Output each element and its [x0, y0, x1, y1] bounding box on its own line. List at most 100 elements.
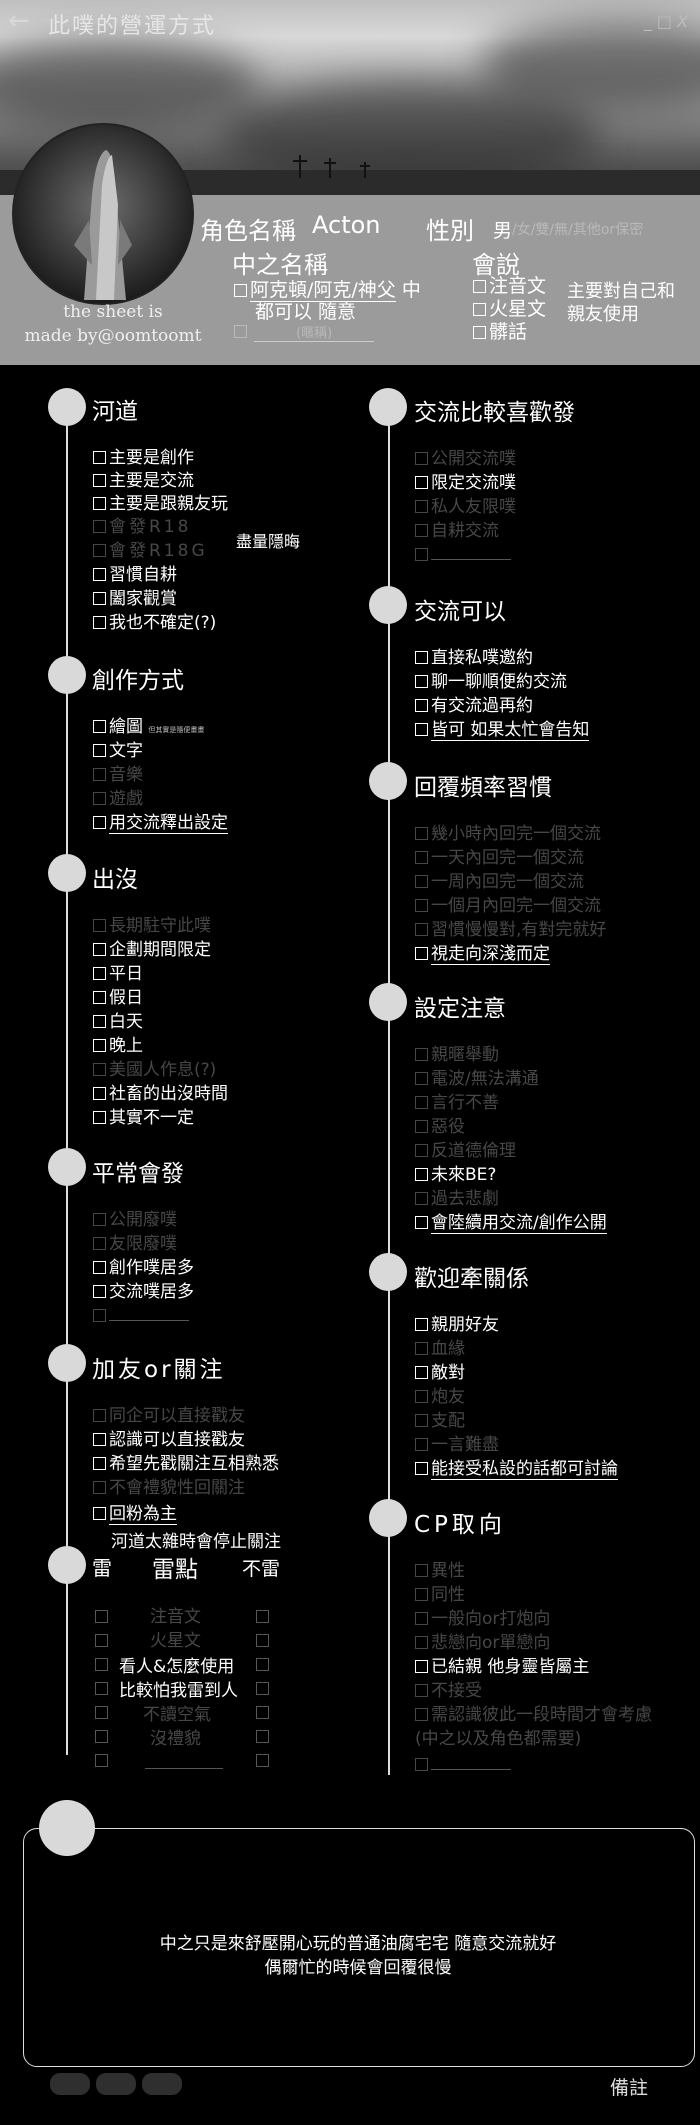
welcome-item[interactable]: 炮友 [415, 1386, 465, 1408]
river-item[interactable]: 會發R18G [93, 540, 208, 562]
section-node [48, 388, 86, 426]
welcome-item[interactable]: 敵對 [415, 1362, 465, 1384]
usual-item[interactable]: 創作噗居多 [93, 1257, 194, 1279]
checkbox-icon[interactable] [473, 280, 486, 293]
reply-item[interactable]: 一天內回完一個交流 [415, 847, 584, 869]
creation-item[interactable]: 用交流釋出設定 [93, 812, 228, 834]
welcome-item[interactable]: 一言難盡 [415, 1434, 499, 1456]
window-controls[interactable]: _ □ X [643, 12, 688, 31]
trap-left-title: 雷 [92, 1556, 112, 1580]
setting-item[interactable]: 電波/無法溝通 [415, 1068, 539, 1090]
exchange-pref-item[interactable]: 限定交流噗 [415, 472, 516, 494]
reply-item[interactable]: 習慣慢慢對,有對完就好 [415, 919, 606, 941]
cp-item[interactable]: 同性 [415, 1584, 465, 1606]
cp-item[interactable]: 需認識彼此一段時間才會考慮 [415, 1704, 652, 1726]
appear-item[interactable]: 平日 [93, 963, 143, 985]
cp-item[interactable]: 一般向or打炮向 [415, 1608, 550, 1630]
river-item[interactable]: 主要是跟親友玩 [93, 493, 228, 515]
appear-item[interactable]: 白天 [93, 1011, 143, 1033]
checkbox-icon[interactable] [256, 1610, 269, 1623]
exchange-pref-item[interactable]: 自耕交流 [415, 520, 499, 542]
setting-item[interactable]: 親暱舉動 [415, 1044, 499, 1066]
checkbox-icon[interactable] [95, 1682, 108, 1695]
checkbox-icon[interactable] [256, 1754, 269, 1767]
appear-item[interactable]: 長期駐守此噗 [93, 915, 211, 937]
cp-item[interactable]: 不接受 [415, 1680, 482, 1702]
exchange-ok-item[interactable]: 有交流過再約 [415, 695, 533, 717]
checkbox-icon[interactable] [256, 1682, 269, 1695]
follow-item[interactable]: 希望先戳關注互相熟悉 [93, 1453, 279, 1475]
section-node [48, 1148, 86, 1186]
welcome-item[interactable]: 親朋好友 [415, 1314, 499, 1336]
checkbox-icon[interactable] [256, 1658, 269, 1671]
river-item[interactable]: 主要是交流 [93, 470, 194, 492]
appear-item[interactable]: 晚上 [93, 1035, 143, 1057]
gender-selected: 男 [493, 220, 513, 242]
footer-pill[interactable] [50, 2073, 90, 2095]
cp-item[interactable]: 悲戀向or單戀向 [415, 1632, 550, 1654]
checkbox-icon[interactable] [473, 326, 486, 339]
creation-item[interactable]: 文字 [93, 740, 143, 762]
exchange-ok-item[interactable]: 聊一聊順便約交流 [415, 671, 567, 693]
setting-item[interactable]: 過去悲劇 [415, 1188, 499, 1210]
checkbox-icon[interactable] [95, 1634, 108, 1647]
appear-item[interactable]: 其實不一定 [93, 1107, 194, 1129]
appear-item[interactable]: 美國人作息(?) [93, 1059, 216, 1081]
river-item[interactable]: 闔家觀賞 [93, 588, 177, 610]
reply-item[interactable]: 一周內回完一個交流 [415, 871, 584, 893]
setting-item[interactable]: 會陸續用交流/創作公開 [415, 1212, 607, 1234]
river-item[interactable]: 習慣自耕 [93, 564, 177, 586]
appear-item[interactable]: 社畜的出沒時間 [93, 1083, 228, 1105]
setting-item[interactable]: 反道德倫理 [415, 1140, 516, 1162]
appear-item[interactable]: 企劃期間限定 [93, 939, 211, 961]
checkbox-icon[interactable] [256, 1730, 269, 1743]
footer-pill[interactable] [142, 2073, 182, 2095]
follow-item[interactable]: 同企可以直接戳友 [93, 1405, 245, 1427]
creation-item[interactable]: 音樂 [93, 764, 143, 786]
praying-hands-icon [74, 150, 132, 300]
checkbox-icon[interactable] [473, 303, 486, 316]
usual-item[interactable]: 交流噗居多 [93, 1281, 194, 1303]
setting-item[interactable]: 未來BE? [415, 1164, 496, 1186]
river-item[interactable]: 會發R18 [93, 516, 191, 538]
river-item[interactable]: 我也不確定(?) [93, 612, 216, 634]
exchange-ok-item[interactable]: 直接私噗邀約 [415, 647, 533, 669]
exchange-pref-item[interactable]: 公開交流噗 [415, 448, 516, 470]
exchange-ok-item[interactable]: 皆可 如果太忙會告知 [415, 719, 590, 741]
cp-item[interactable]: 異性 [415, 1560, 465, 1582]
appear-item[interactable]: 假日 [93, 987, 143, 1009]
reply-item[interactable]: 視走向深淺而定 [415, 943, 550, 965]
cp-item[interactable] [415, 1754, 511, 1776]
welcome-item[interactable]: 能接受私設的話都可討論 [415, 1458, 618, 1480]
usual-item[interactable]: 友限廢噗 [93, 1233, 177, 1255]
checkbox-icon[interactable] [234, 284, 247, 297]
right-timeline [388, 405, 390, 1775]
welcome-item[interactable]: 支配 [415, 1410, 465, 1432]
follow-item[interactable]: 認識可以直接戳友 [93, 1429, 245, 1451]
checkbox-icon[interactable] [95, 1706, 108, 1719]
usual-item[interactable] [93, 1305, 189, 1327]
setting-item[interactable]: 言行不善 [415, 1092, 499, 1114]
checkbox-icon[interactable] [256, 1706, 269, 1719]
follow-item[interactable]: 不會禮貌性回關注 [93, 1477, 245, 1499]
follow-item[interactable]: 回粉為主 [93, 1503, 177, 1525]
usual-item[interactable]: 公開廢噗 [93, 1209, 177, 1231]
river-item[interactable]: 主要是創作 [93, 447, 194, 469]
reply-item[interactable]: 一個月內回完一個交流 [415, 895, 601, 917]
creation-item[interactable]: 遊戲 [93, 788, 143, 810]
exchange-pref-item[interactable] [415, 544, 511, 566]
checkbox-icon[interactable] [256, 1634, 269, 1647]
setting-item[interactable]: 惡役 [415, 1116, 465, 1138]
checkbox-icon[interactable] [95, 1658, 108, 1671]
cp-item[interactable]: 已結親 他身靈皆屬主 [415, 1656, 589, 1678]
back-arrow-icon[interactable]: ← [8, 6, 30, 36]
exchange-pref-item[interactable]: 私人友限噗 [415, 496, 516, 518]
checkbox-icon[interactable] [234, 325, 247, 338]
checkbox-icon[interactable] [95, 1610, 108, 1623]
creation-item[interactable]: 繪圖 但其實是隨便畫畫 [93, 716, 204, 741]
welcome-item[interactable]: 血緣 [415, 1338, 465, 1360]
checkbox-icon[interactable] [95, 1754, 108, 1767]
checkbox-icon[interactable] [95, 1730, 108, 1743]
footer-pill[interactable] [96, 2073, 136, 2095]
reply-item[interactable]: 幾小時內回完一個交流 [415, 823, 601, 845]
